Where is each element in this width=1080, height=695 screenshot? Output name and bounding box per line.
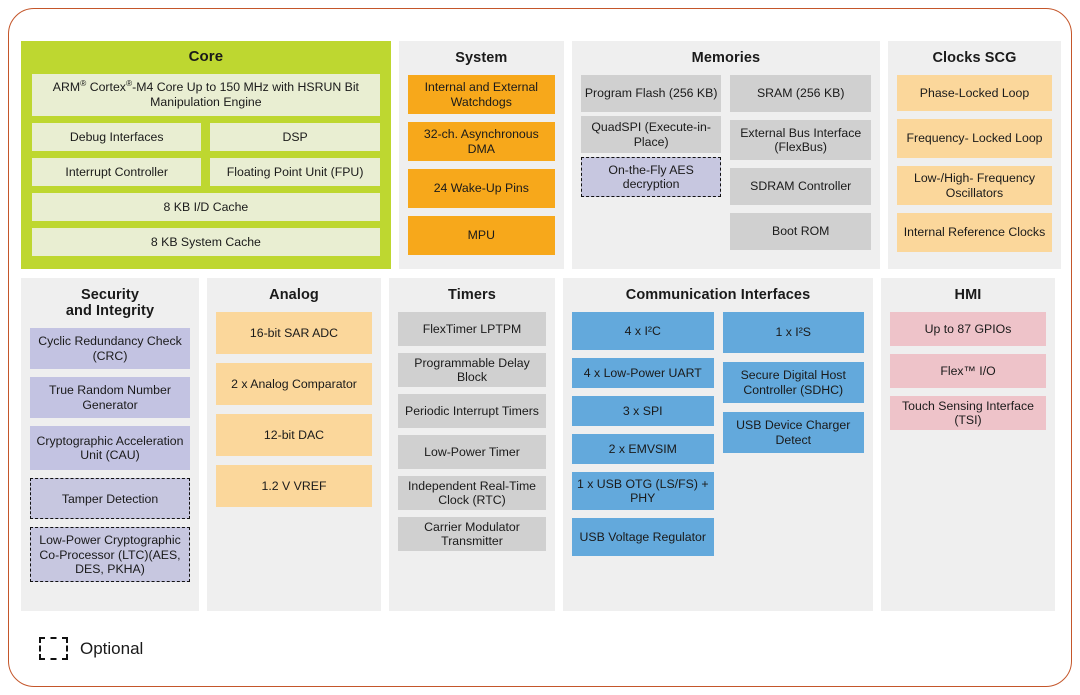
- communication-left-column: 4 x I²C 4 x Low-Power UART 3 x SPI 2 x E…: [572, 312, 714, 557]
- block-touch-sensing-interface[interactable]: Touch Sensing Interface (TSI): [890, 396, 1046, 431]
- block-boot-rom[interactable]: Boot ROM: [730, 213, 871, 251]
- block-dsp[interactable]: DSP: [210, 122, 380, 151]
- block-sdram-controller[interactable]: SDRAM Controller: [730, 168, 871, 206]
- block-cau[interactable]: Cryptographic Acceleration Unit (CAU): [30, 426, 190, 471]
- block-oscillators[interactable]: Low-/High- Frequency Oscillators: [896, 166, 1052, 206]
- panel-timers: Timers FlexTimer LPTPM Programmable Dela…: [389, 278, 555, 611]
- panel-title-memories: Memories: [691, 50, 761, 66]
- block-programmable-delay-block[interactable]: Programmable Delay Block: [398, 353, 546, 388]
- panel-hmi: HMI Up to 87 GPIOs Flex™ I/O Touch Sensi…: [881, 278, 1055, 611]
- block-program-flash[interactable]: Program Flash (256 KB): [580, 75, 722, 113]
- block-id-cache[interactable]: 8 KB I/D Cache: [32, 192, 380, 221]
- panel-title-communication-interfaces: Communication Interfaces: [625, 287, 811, 303]
- legend-label: Optional: [80, 638, 144, 658]
- block-usb-charger-detect[interactable]: USB Device Charger Detect: [722, 412, 864, 454]
- block-crc[interactable]: Cyclic Redundancy Check (CRC): [30, 328, 190, 370]
- memories-right-column: SRAM (256 KB) External Bus Interface (Fl…: [730, 75, 871, 251]
- block-on-the-fly-aes-decryption[interactable]: On-the-Fly AES decryption: [580, 157, 722, 198]
- legend-dashed-swatch-icon: [39, 637, 68, 660]
- block-label: ARM® Cortex®-M4 Core Up to 150 MHz with …: [52, 78, 359, 109]
- block-internal-reference-clocks[interactable]: Internal Reference Clocks: [896, 213, 1052, 253]
- diagram-frame: Core ARM® Cortex®-M4 Core Up to 150 MHz …: [8, 8, 1072, 687]
- block-i2s[interactable]: 1 x I²S: [722, 312, 864, 354]
- block-usb-otg[interactable]: 1 x USB OTG (LS/FS) + PHY: [572, 472, 714, 511]
- block-dma[interactable]: 32-ch. Asynchronous DMA: [407, 122, 555, 162]
- block-flextimer-lptpm[interactable]: FlexTimer LPTPM: [398, 312, 546, 347]
- block-i2c[interactable]: 4 x I²C: [572, 312, 714, 351]
- block-emvsim[interactable]: 2 x EMVSIM: [572, 434, 714, 465]
- block-vref[interactable]: 1.2 V VREF: [216, 465, 372, 508]
- core-row-debug-dsp: Debug Interfaces DSP: [32, 122, 380, 151]
- panel-communication-interfaces: Communication Interfaces 4 x I²C 4 x Low…: [563, 278, 873, 611]
- legend: Optional: [39, 637, 143, 660]
- block-true-random-number-generator[interactable]: True Random Number Generator: [30, 377, 190, 419]
- block-interrupt-controller[interactable]: Interrupt Controller: [32, 157, 202, 186]
- panel-title-core: Core: [188, 48, 224, 65]
- block-phase-locked-loop[interactable]: Phase-Locked Loop: [896, 75, 1052, 112]
- block-external-bus-interface[interactable]: External Bus Interface (FlexBus): [730, 120, 871, 161]
- block-sram[interactable]: SRAM (256 KB): [730, 75, 871, 113]
- panel-memories: Memories Program Flash (256 KB) QuadSPI …: [571, 41, 880, 269]
- panel-title-timers: Timers: [448, 287, 496, 303]
- panel-core: Core ARM® Cortex®-M4 Core Up to 150 MHz …: [21, 41, 391, 269]
- block-quadspi[interactable]: QuadSPI (Execute-in-Place): [580, 116, 722, 154]
- block-flex-io[interactable]: Flex™ I/O: [890, 354, 1046, 389]
- block-watchdogs[interactable]: Internal and External Watchdogs: [407, 75, 555, 115]
- block-sar-adc[interactable]: 16-bit SAR ADC: [216, 312, 372, 355]
- panel-title-clocks-scg: Clocks SCG: [932, 50, 1017, 66]
- block-gpios[interactable]: Up to 87 GPIOs: [890, 312, 1046, 347]
- block-dac[interactable]: 12-bit DAC: [216, 414, 372, 457]
- block-frequency-locked-loop[interactable]: Frequency- Locked Loop: [896, 119, 1052, 159]
- communication-columns: 4 x I²C 4 x Low-Power UART 3 x SPI 2 x E…: [572, 312, 864, 557]
- block-system-cache[interactable]: 8 KB System Cache: [32, 227, 380, 256]
- block-spi[interactable]: 3 x SPI: [572, 396, 714, 427]
- block-arm-cortex-m4[interactable]: ARM® Cortex®-M4 Core Up to 150 MHz with …: [32, 73, 380, 116]
- block-diagram: Core ARM® Cortex®-M4 Core Up to 150 MHz …: [21, 41, 1061, 619]
- block-carrier-modulator-transmitter[interactable]: Carrier Modulator Transmitter: [398, 517, 546, 552]
- block-low-power-timer[interactable]: Low-Power Timer: [398, 435, 546, 470]
- memories-left-column: Program Flash (256 KB) QuadSPI (Execute-…: [580, 75, 722, 250]
- block-usb-voltage-regulator[interactable]: USB Voltage Regulator: [572, 518, 714, 557]
- diagram-row-top: Core ARM® Cortex®-M4 Core Up to 150 MHz …: [21, 41, 1061, 269]
- memories-columns: Program Flash (256 KB) QuadSPI (Execute-…: [580, 75, 871, 251]
- block-sdhc[interactable]: Secure Digital Host Controller (SDHC): [722, 362, 864, 404]
- panel-clocks-scg: Clocks SCG Phase-Locked Loop Frequency- …: [887, 41, 1061, 269]
- block-tamper-detection[interactable]: Tamper Detection: [30, 478, 190, 520]
- block-debug-interfaces[interactable]: Debug Interfaces: [32, 122, 202, 151]
- block-mpu[interactable]: MPU: [407, 216, 555, 256]
- block-analog-comparator[interactable]: 2 x Analog Comparator: [216, 363, 372, 406]
- panel-title-analog: Analog: [269, 287, 319, 303]
- panel-system: System Internal and External Watchdogs 3…: [398, 41, 564, 269]
- core-row-interrupt-fpu: Interrupt Controller Floating Point Unit…: [32, 157, 380, 186]
- block-low-power-uart[interactable]: 4 x Low-Power UART: [572, 358, 714, 389]
- panel-analog: Analog 16-bit SAR ADC 2 x Analog Compara…: [207, 278, 381, 611]
- block-periodic-interrupt-timers[interactable]: Periodic Interrupt Timers: [398, 394, 546, 429]
- block-wake-up-pins[interactable]: 24 Wake-Up Pins: [407, 169, 555, 209]
- block-ltc-co-processor[interactable]: Low-Power Cryptographic Co-Processor (LT…: [30, 527, 190, 583]
- panel-title-hmi: HMI: [954, 287, 982, 303]
- panel-title-system: System: [455, 50, 508, 66]
- block-rtc[interactable]: Independent Real-Time Clock (RTC): [398, 476, 546, 511]
- communication-right-column: 1 x I²S Secure Digital Host Controller (…: [722, 312, 864, 556]
- block-floating-point-unit[interactable]: Floating Point Unit (FPU): [210, 157, 380, 186]
